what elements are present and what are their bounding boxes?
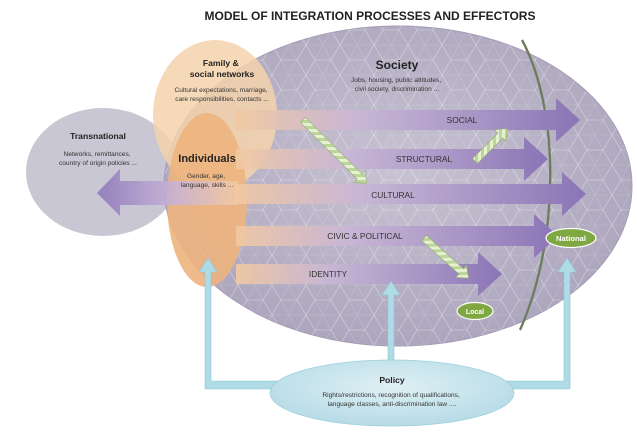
arrow-social [236,98,580,142]
individuals-description: Gender, age, language, skills ... [181,173,234,189]
arrow-civic-political [236,214,558,258]
national-badge-label: National [556,234,586,243]
family-heading: Family & social networks [190,58,255,79]
domain-arrows [236,98,586,296]
arrow-cultural [236,172,586,216]
local-badge-label: Local [466,309,484,316]
domain-label-cultural: CULTURAL [371,190,415,200]
domain-label-social: SOCIAL [447,115,478,125]
policy-description: Rights/restrictions, recognition of qual… [322,392,461,408]
domain-label-structural: STRUCTURAL [396,154,453,164]
policy-heading: Policy [379,375,405,385]
diagram-title: MODEL OF INTEGRATION PROCESSES AND EFFEC… [205,9,536,23]
family-description: Cultural expectations, marriage, care re… [175,87,270,103]
domain-label-identity: IDENTITY [309,269,348,279]
society-heading: Society [376,58,419,72]
interaction-arrows [300,117,508,279]
national-local-divider [518,39,552,331]
arrow-structural [236,137,548,181]
interaction-arrow-structural-to-social [472,128,508,164]
domain-label-civic-political: CIVIC & POLITICAL [327,231,403,241]
transnational-arrow [97,169,238,216]
national-badge: National [545,227,597,249]
local-badge: Local [456,301,494,321]
arrow-identity [236,252,502,296]
individuals-heading: Individuals [178,153,235,165]
society-description: Jobs, housing, public attitudes, civil s… [351,77,443,93]
interaction-arrow-civic-to-identity [421,234,469,279]
transnational-heading: Transnational [70,131,126,141]
interaction-arrow-social-to-cultural [300,117,367,184]
transnational-description: Networks, remittances, country of origin… [59,151,137,167]
policy-node [269,359,515,427]
